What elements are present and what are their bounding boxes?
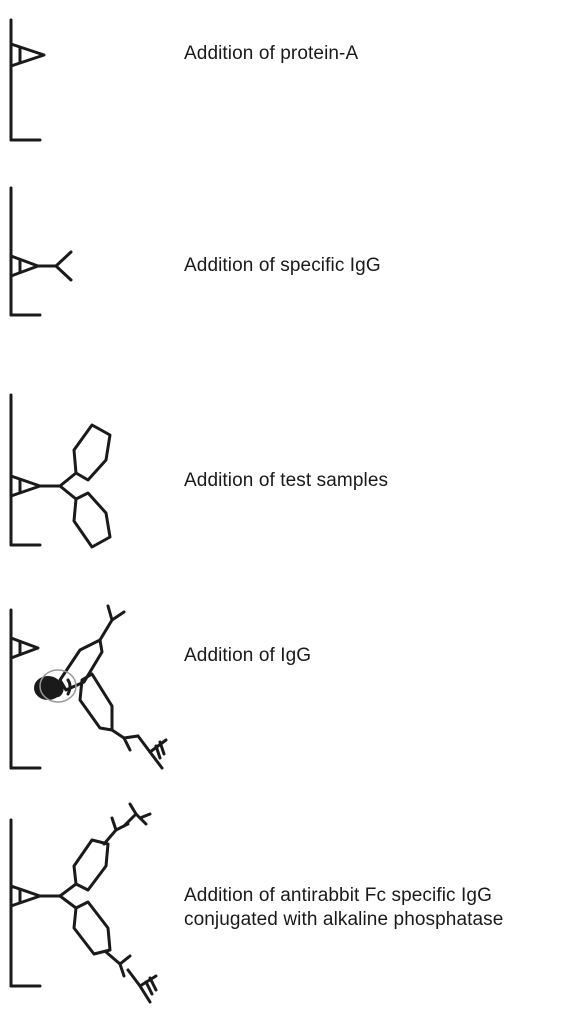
protein-a-icon <box>9 474 42 498</box>
enzyme-icon <box>126 968 158 1004</box>
step-2-label: Addition of specific IgG <box>184 255 381 276</box>
enzyme-icon <box>136 734 168 770</box>
antigen-icon <box>72 838 110 892</box>
step-protein-a: Addition of protein-A <box>0 0 582 160</box>
enzyme-icon <box>122 802 152 828</box>
surface-wall <box>9 186 42 317</box>
surface-wall <box>9 18 42 142</box>
antigen-icon <box>72 491 112 549</box>
step-5-label-line-2: conjugated with alkaline phosphatase <box>184 909 504 930</box>
step-5-label-line-1: Addition of antirabbit Fc specific IgG <box>184 885 492 906</box>
step-3-label: Addition of test samples <box>184 470 389 491</box>
antibody-icon <box>36 250 73 282</box>
step-1-label: Addition of protein-A <box>184 43 359 64</box>
antibody-icon <box>38 882 78 910</box>
antigen-icon <box>72 900 112 956</box>
enzyme-icon <box>34 669 77 703</box>
step-test-samples: Addition of test samples <box>0 365 582 575</box>
protein-a-icon <box>9 884 42 908</box>
step-antirabbit-igg: Addition of antirabbit Fc specific IgG c… <box>0 800 582 1015</box>
protein-a-icon <box>9 42 46 68</box>
step-5-label: Addition of antirabbit Fc specific IgG c… <box>184 884 503 932</box>
protein-a-icon <box>9 636 40 660</box>
antibody-icon <box>98 604 126 642</box>
igg-diagram <box>9 604 168 770</box>
surface-wall <box>9 608 42 770</box>
step-specific-igg: Addition of specific IgG <box>0 170 582 350</box>
antibody-icon <box>38 471 78 501</box>
specific-igg-diagram <box>9 186 73 317</box>
protein-a-diagram <box>9 18 46 142</box>
surface-wall <box>9 393 42 547</box>
step-4-label: Addition of IgG <box>184 645 312 666</box>
antigen-icon <box>72 423 112 482</box>
antibody-icon <box>102 816 130 846</box>
step-igg: Addition of IgG <box>0 590 582 790</box>
antibody-icon <box>110 728 140 752</box>
protein-a-icon <box>9 254 40 278</box>
antibody-icon <box>104 950 132 978</box>
test-samples-diagram <box>9 393 112 549</box>
antirabbit-igg-diagram <box>9 802 158 1004</box>
